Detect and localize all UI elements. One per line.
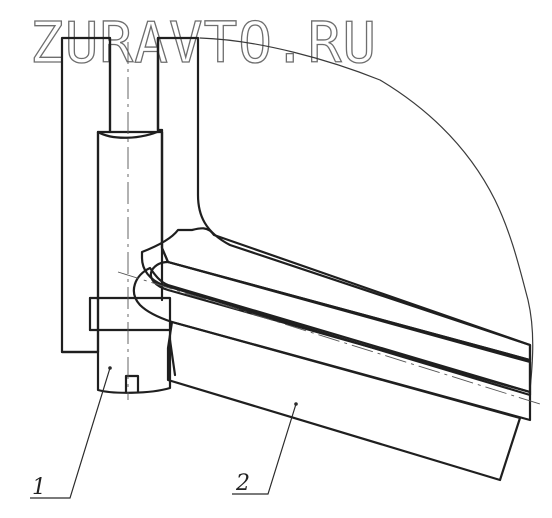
callout-2-dot bbox=[294, 402, 298, 406]
callout-2-leader bbox=[232, 403, 297, 495]
callout-1-leader bbox=[30, 367, 111, 499]
break-line bbox=[199, 37, 534, 391]
upper-wall-outline bbox=[156, 36, 532, 362]
callout-1-label: 1 bbox=[32, 475, 46, 500]
plug-part bbox=[96, 296, 172, 394]
callout-2-label: 2 bbox=[235, 471, 250, 496]
angled-tube bbox=[132, 266, 532, 422]
plug-joint-edge bbox=[168, 338, 177, 377]
left-wall-section bbox=[60, 36, 112, 354]
channel-cap-arc bbox=[96, 128, 164, 139]
watermark-text: ZURAVTO.RU bbox=[30, 11, 377, 76]
vertical-channel bbox=[108, 36, 160, 134]
right-wall-section bbox=[140, 36, 532, 397]
plug-slot bbox=[124, 374, 140, 394]
tube-axis-line bbox=[117, 271, 541, 405]
callout-1-dot bbox=[108, 366, 112, 370]
angled-tube-bore bbox=[149, 260, 532, 394]
lower-wall-section bbox=[166, 320, 522, 482]
